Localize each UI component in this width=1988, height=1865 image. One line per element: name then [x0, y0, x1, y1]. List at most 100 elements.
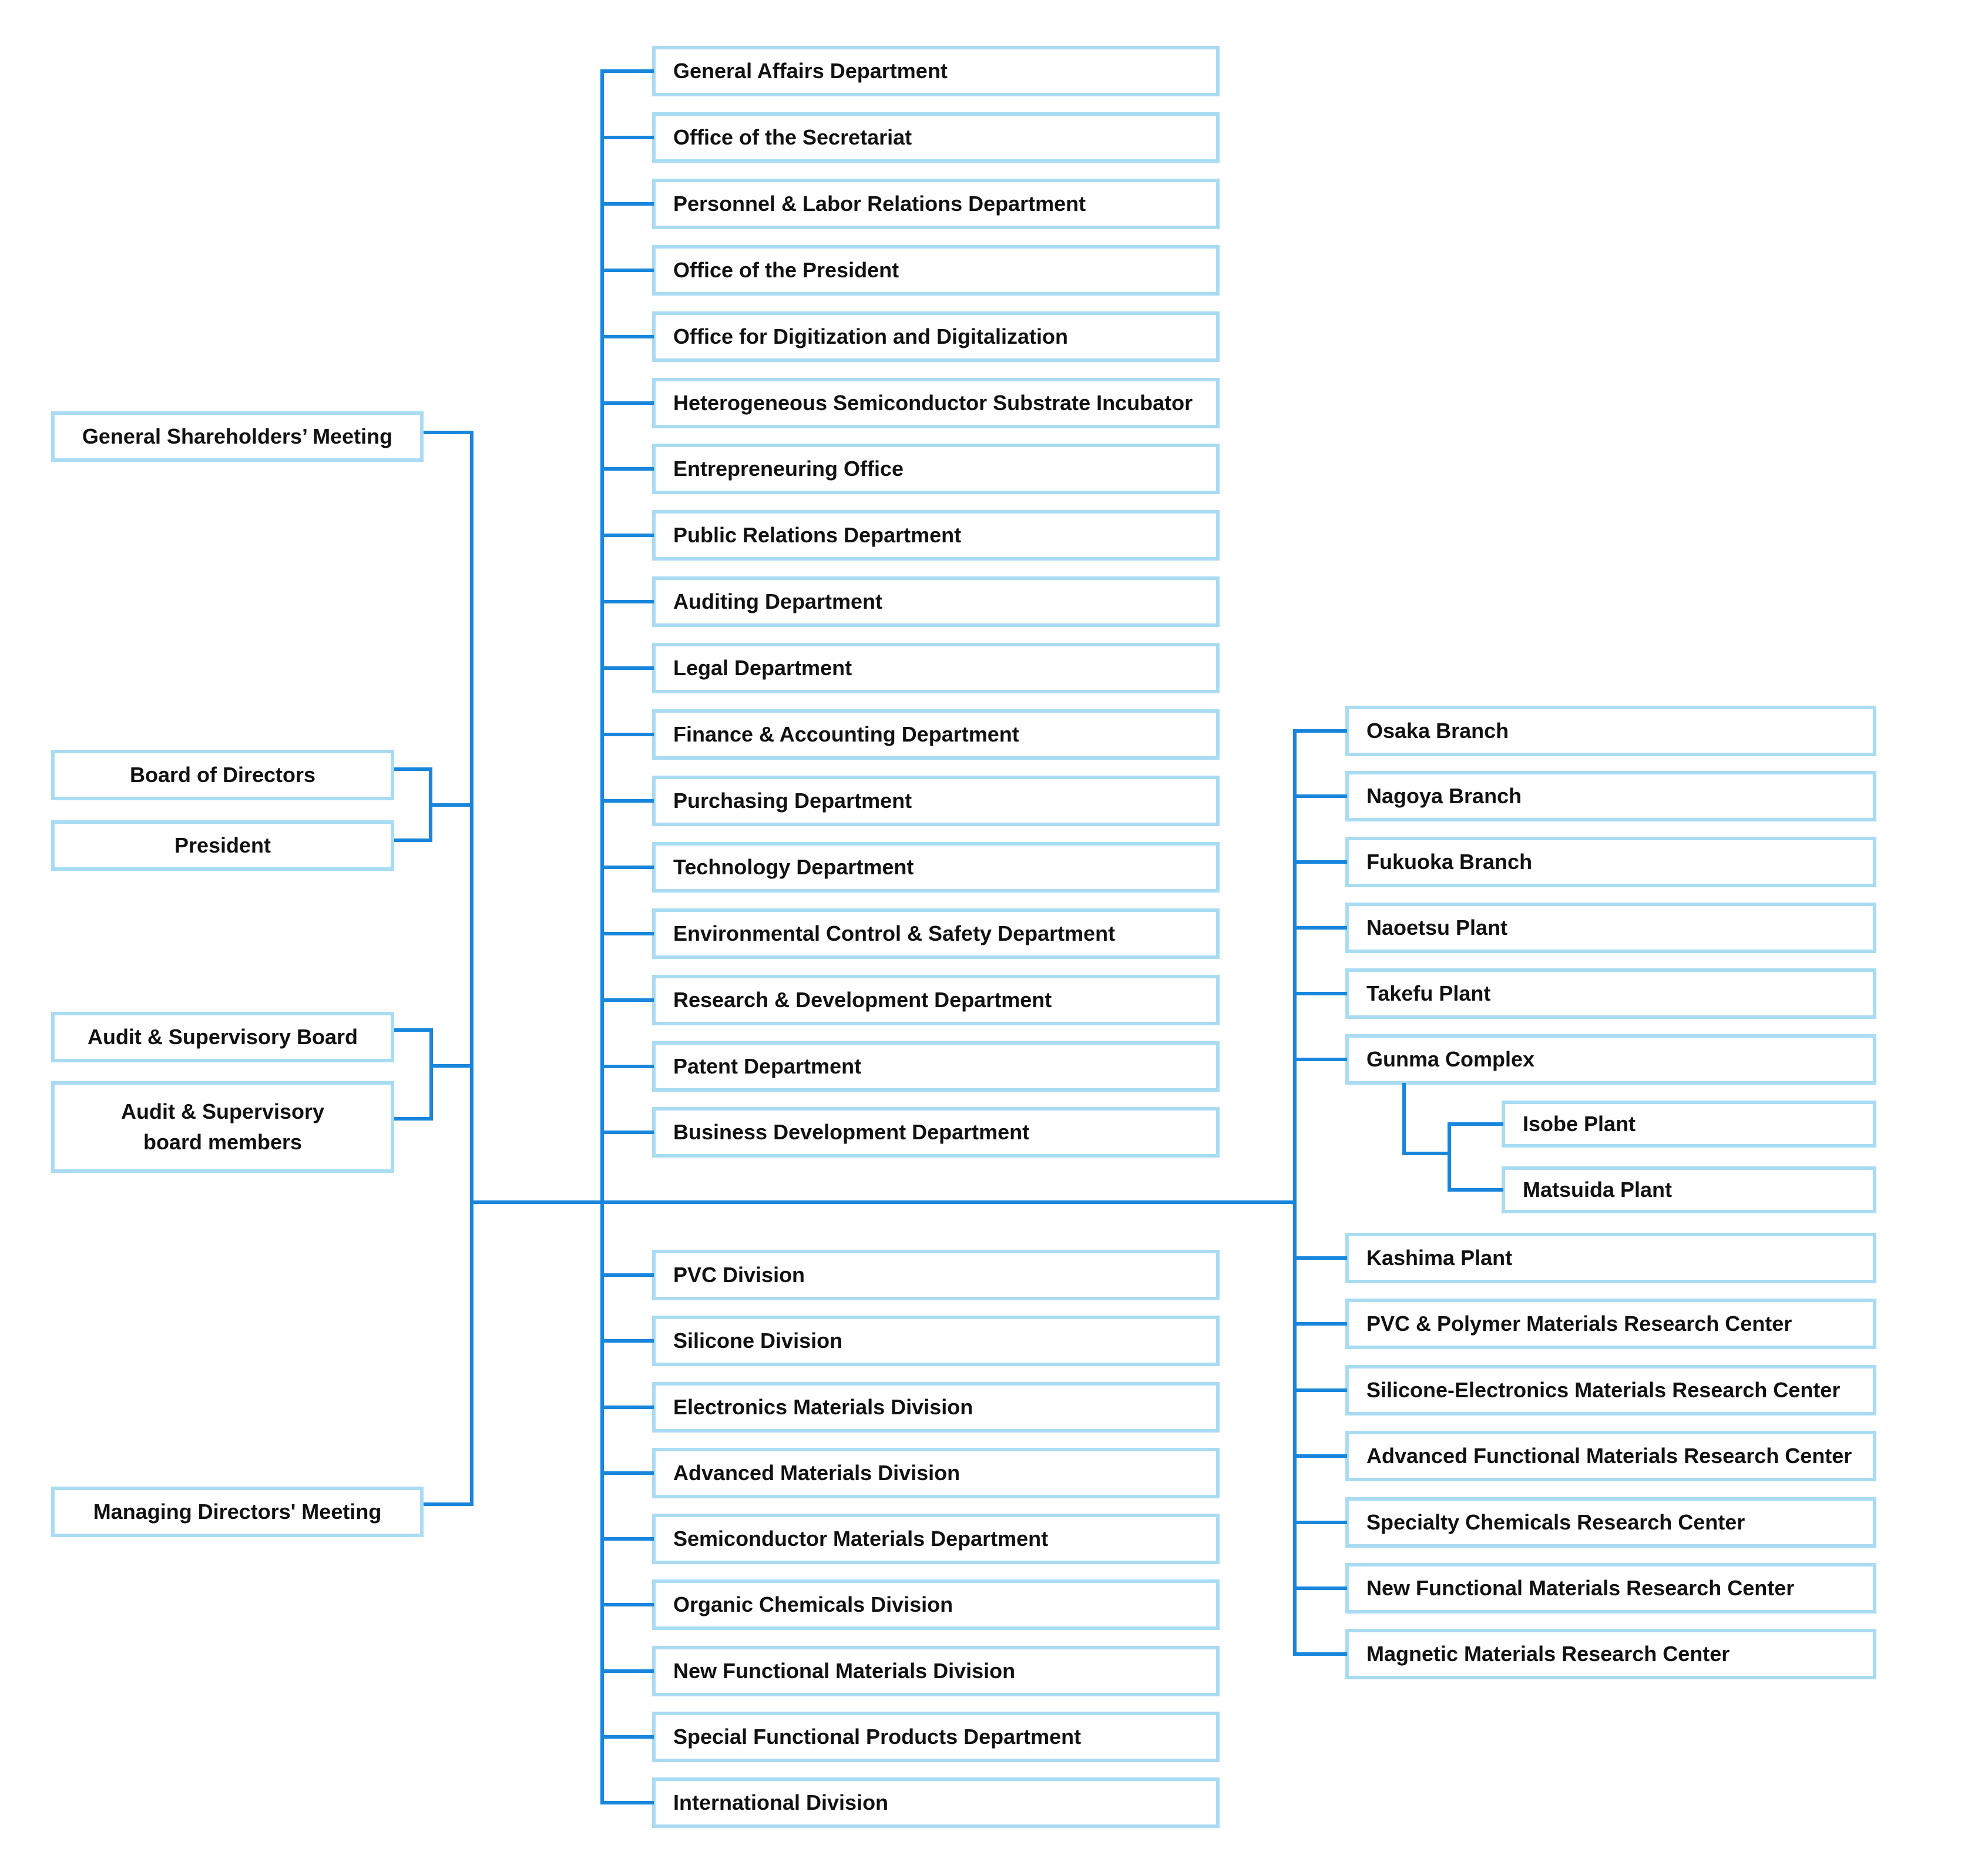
site-nagoya-branch-label: Nagoya Branch	[1366, 784, 1522, 808]
general-shareholders-meeting-box: General Shareholders’ Meeting	[51, 411, 424, 462]
audit-bracket-line	[429, 1028, 433, 1121]
site-pvc-polymer-materials-research-center-label: PVC & Polymer Materials Research Center	[1366, 1311, 1792, 1336]
division-silicone-division: Silicone Division	[652, 1316, 1220, 1366]
dept-entrepreneuring-office-label: Entrepreneuring Office	[673, 457, 904, 481]
gunma-bracket-line	[1448, 1122, 1451, 1192]
general-shareholders-meeting-label: General Shareholders’ Meeting	[82, 424, 393, 448]
dept-office-of-the-president: Office of the President	[652, 245, 1220, 296]
site-fukuoka-branch-label: Fukuoka Branch	[1366, 850, 1533, 874]
site-advanced-functional-materials-research-center-label: Advanced Functional Materials Research C…	[1366, 1444, 1852, 1468]
dept-patent-department-label: Patent Department	[673, 1054, 862, 1078]
dept-patent-department: Patent Department	[652, 1041, 1220, 1092]
site-osaka-branch: Osaka Branch	[1345, 706, 1876, 756]
site-silicone-electronics-materials-research-center: Silicone-Electronics Materials Research …	[1345, 1365, 1876, 1415]
division-organic-chemicals-division-label: Organic Chemicals Division	[673, 1592, 953, 1616]
division-international-division: International Division	[652, 1777, 1220, 1828]
division-connector	[602, 1669, 654, 1673]
site-connector	[1295, 1521, 1347, 1524]
audit-supervisory-members-label: Audit & Supervisory board members	[120, 1099, 325, 1154]
dept-connector	[602, 136, 654, 139]
dept-connector	[602, 202, 654, 206]
site-naoetsu-plant: Naoetsu Plant	[1345, 903, 1876, 953]
site-connector	[1295, 1586, 1347, 1590]
division-semiconductor-materials-department-label: Semiconductor Materials Department	[673, 1527, 1049, 1551]
division-electronics-materials-division: Electronics Materials Division	[652, 1382, 1220, 1433]
dept-purchasing-department-label: Purchasing Department	[673, 789, 912, 813]
managing-directors-meeting-box: Managing Directors' Meeting	[51, 1487, 424, 1537]
managing-connector	[424, 1502, 474, 1506]
dept-connector	[602, 335, 654, 338]
dept-heterogeneous-semiconductor-substrate-incubator: Heterogeneous Semiconductor Substrate In…	[652, 378, 1220, 428]
dept-public-relations-department-label: Public Relations Department	[673, 523, 962, 547]
site-advanced-functional-materials-research-center: Advanced Functional Materials Research C…	[1345, 1431, 1876, 1481]
audit-supervisory-board-box: Audit & Supervisory Board	[51, 1012, 394, 1062]
division-special-functional-products-department: Special Functional Products Department	[652, 1712, 1220, 1762]
division-connector	[602, 1471, 654, 1475]
dept-research-development-department-label: Research & Development Department	[673, 988, 1052, 1012]
middle-trunk-line	[600, 69, 604, 1804]
gunma-drop-line	[1402, 1083, 1406, 1155]
dept-connector	[602, 666, 654, 670]
dept-connector	[602, 799, 654, 803]
site-connector	[1295, 860, 1347, 864]
dept-connector	[602, 733, 654, 736]
division-connector	[602, 1537, 654, 1541]
audit-board-connector	[394, 1028, 433, 1032]
dept-technology-department: Technology Department	[652, 842, 1220, 893]
audit-members-connector	[394, 1117, 433, 1121]
dept-office-of-the-president-label: Office of the President	[673, 258, 899, 282]
audit-supervisory-board-label: Audit & Supervisory Board	[87, 1025, 358, 1049]
site-new-functional-materials-research-center-label: New Functional Materials Research Center	[1366, 1576, 1795, 1600]
dept-connector	[602, 1065, 654, 1068]
site-pvc-polymer-materials-research-center: PVC & Polymer Materials Research Center	[1345, 1299, 1876, 1349]
division-silicone-division-label: Silicone Division	[673, 1329, 843, 1353]
dept-connector	[602, 932, 654, 935]
audit-supervisory-members-box: Audit & Supervisory board members	[51, 1081, 394, 1173]
board-connector	[394, 767, 432, 771]
division-organic-chemicals-division: Organic Chemicals Division	[652, 1579, 1220, 1630]
board-of-directors-box: Board of Directors	[51, 750, 394, 800]
site-takefu-plant: Takefu Plant	[1345, 968, 1876, 1019]
division-connector	[602, 1339, 654, 1343]
division-connector	[602, 1273, 654, 1277]
plant-matsuida-plant-label: Matsuida Plant	[1523, 1178, 1673, 1202]
site-connector	[1295, 1652, 1347, 1656]
dept-connector	[602, 69, 654, 73]
president-label: President	[174, 833, 271, 857]
division-advanced-materials-division: Advanced Materials Division	[652, 1448, 1220, 1498]
division-electronics-materials-division-label: Electronics Materials Division	[673, 1395, 973, 1419]
dept-personnel-labor-relations-department: Personnel & Labor Relations Department	[652, 179, 1220, 229]
division-special-functional-products-department-label: Special Functional Products Department	[673, 1725, 1082, 1749]
dept-office-for-digitization-and-digitalization-label: Office for Digitization and Digitalizati…	[673, 324, 1068, 348]
governance-trunk-line	[470, 431, 474, 1506]
dept-entrepreneuring-office: Entrepreneuring Office	[652, 444, 1220, 494]
shareholders-connector	[424, 431, 474, 434]
dept-connector	[602, 269, 654, 272]
dept-environmental-control-safety-department-label: Environmental Control & Safety Departmen…	[673, 921, 1116, 945]
audit-bracket-stub	[431, 1064, 474, 1068]
plant-matsuida-plant: Matsuida Plant	[1502, 1166, 1876, 1213]
dept-office-of-the-secretariat-label: Office of the Secretariat	[673, 125, 912, 149]
dept-technology-department-label: Technology Department	[673, 855, 914, 879]
site-osaka-branch-label: Osaka Branch	[1366, 719, 1509, 743]
dept-connector	[602, 998, 654, 1002]
site-silicone-electronics-materials-research-center-label: Silicone-Electronics Materials Research …	[1366, 1378, 1841, 1402]
site-connector	[1295, 1256, 1347, 1260]
site-takefu-plant-label: Takefu Plant	[1366, 981, 1491, 1005]
site-connector	[1295, 1058, 1347, 1061]
division-connector	[602, 1406, 654, 1409]
division-advanced-materials-division-label: Advanced Materials Division	[673, 1461, 961, 1485]
site-connector	[1295, 1322, 1347, 1326]
site-nagoya-branch: Nagoya Branch	[1345, 771, 1876, 821]
president-connector	[394, 838, 432, 842]
site-connector	[1295, 1454, 1347, 1458]
dept-heterogeneous-semiconductor-substrate-incubator-label: Heterogeneous Semiconductor Substrate In…	[673, 391, 1193, 415]
dept-public-relations-department: Public Relations Department	[652, 510, 1220, 561]
dept-general-affairs-department-label: General Affairs Department	[673, 59, 948, 83]
dept-connector	[602, 534, 654, 537]
gunma-branch-line	[1404, 1152, 1451, 1155]
site-magnetic-materials-research-center: Magnetic Materials Research Center	[1345, 1629, 1876, 1679]
division-pvc-division: PVC Division	[652, 1250, 1220, 1300]
board-of-directors-label: Board of Directors	[129, 763, 316, 787]
